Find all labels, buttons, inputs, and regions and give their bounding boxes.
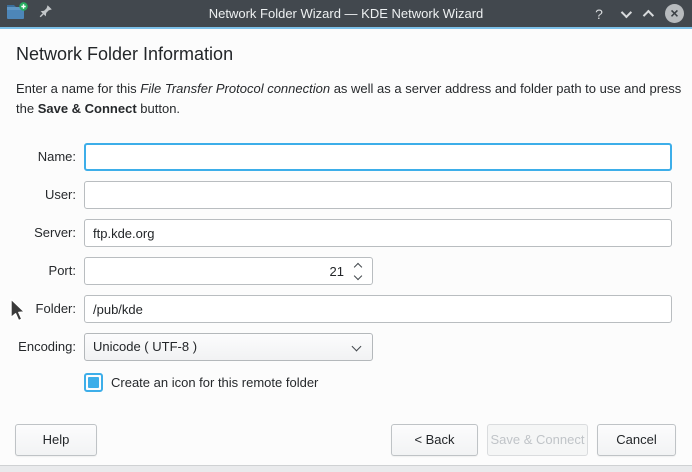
form-row-name: Name:: [0, 143, 692, 171]
form-row-user: User:: [0, 181, 692, 209]
page-title: Network Folder Information: [16, 44, 234, 64]
window-title: Network Folder Wizard — KDE Network Wiza…: [208, 6, 484, 21]
folder-label: Folder:: [35, 301, 76, 316]
create-icon-checkbox-row[interactable]: Create an icon for this remote folder: [84, 372, 318, 392]
minimize-icon[interactable]: [620, 5, 633, 23]
form-row-server: Server:: [0, 219, 692, 247]
port-label: Port:: [48, 263, 76, 278]
page-description: Enter a name for this File Transfer Prot…: [16, 79, 682, 119]
titlebar-accent-line: [0, 27, 692, 29]
server-input[interactable]: [84, 219, 672, 247]
help-button[interactable]: Help: [15, 424, 97, 456]
close-icon[interactable]: ×: [665, 4, 684, 23]
create-icon-checkbox[interactable]: [84, 372, 103, 392]
description-text: as well as a server address and folder p…: [16, 81, 682, 116]
spin-down-icon[interactable]: [353, 271, 363, 280]
encoding-dropdown[interactable]: Unicode ( UTF-8 ): [84, 333, 373, 361]
spin-up-icon[interactable]: [353, 262, 363, 271]
create-icon-checkbox-label: Create an icon for this remote folder: [111, 374, 319, 390]
help-icon[interactable]: ?: [595, 5, 603, 22]
folder-input[interactable]: [84, 295, 672, 323]
port-input[interactable]: [84, 257, 373, 285]
user-input[interactable]: [84, 181, 672, 209]
encoding-label: Encoding:: [18, 339, 76, 354]
description-protocol-italic: File Transfer Protocol connection: [140, 81, 331, 96]
dropdown-chevron-icon: [351, 341, 362, 352]
name-input[interactable]: [84, 143, 672, 171]
titlebar: Network Folder Wizard — KDE Network Wiza…: [0, 0, 692, 27]
description-text: Enter a name for this: [16, 81, 141, 96]
name-label: Name:: [37, 149, 76, 164]
back-button[interactable]: < Back: [391, 424, 478, 456]
network-folder-add-icon: [6, 1, 29, 26]
description-text: button.: [136, 101, 181, 116]
encoding-selected-value: Unicode ( UTF-8 ): [93, 339, 198, 354]
pin-icon[interactable]: [39, 4, 53, 23]
form-row-port: Port:: [0, 257, 692, 285]
form-row-folder: Folder:: [0, 295, 692, 323]
description-save-connect-bold: Save & Connect: [37, 101, 137, 116]
cancel-button[interactable]: Cancel: [597, 424, 676, 456]
window-bottom-edge: [0, 465, 692, 472]
maximize-icon[interactable]: [642, 5, 655, 23]
save-connect-button[interactable]: Save & Connect: [487, 424, 588, 456]
form-row-encoding: Encoding: Unicode ( UTF-8 ): [0, 333, 692, 361]
server-label: Server:: [34, 225, 76, 240]
user-label: User:: [44, 187, 76, 202]
